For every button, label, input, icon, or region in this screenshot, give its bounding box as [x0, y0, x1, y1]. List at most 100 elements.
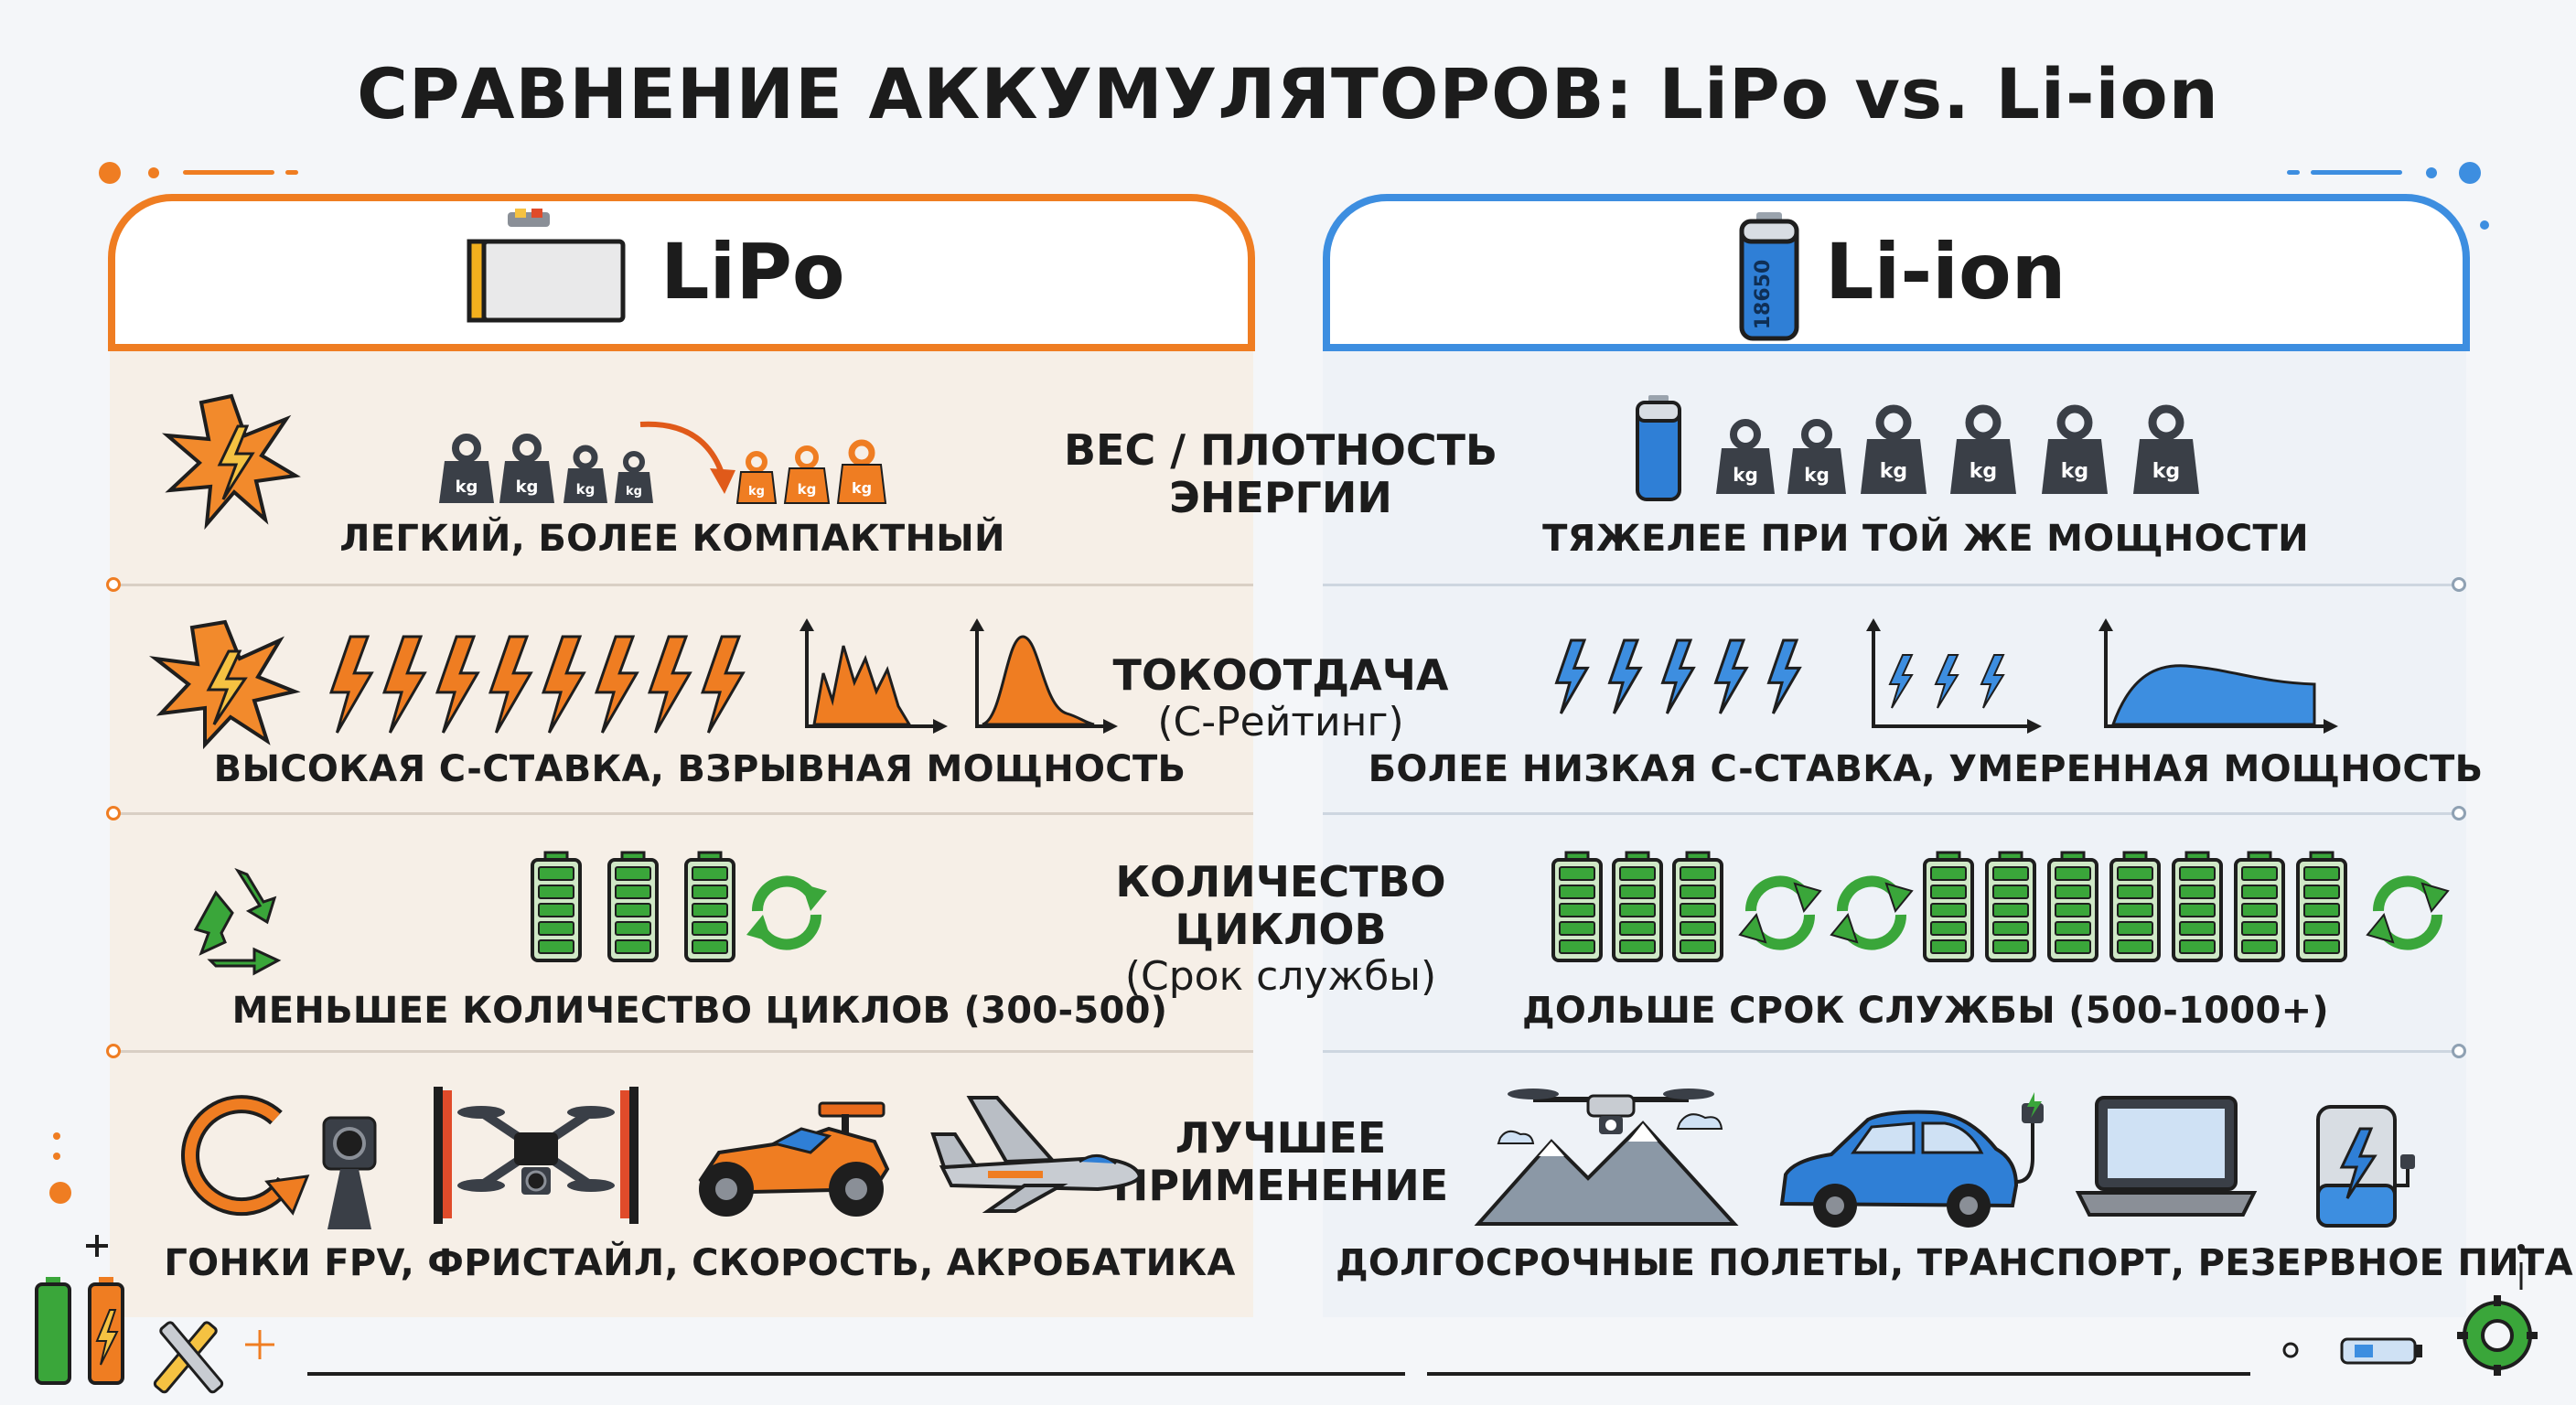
liion-row-cycles: ДОЛЬШЕ СРОК СЛУЖБЫ (500-1000+) [1521, 990, 2330, 1032]
weight-icon: kg [2042, 404, 2108, 494]
criterion-cycles-sub: (Срок службы) [1124, 953, 1437, 1000]
lipo-panel [110, 348, 1253, 1317]
mapping-drone-mountains-icon [1474, 1089, 1739, 1226]
liion-row-discharge: БОЛЕЕ НИЗКАЯ C-СТАВКА, УМЕРЕННАЯ МОЩНОСТ… [1368, 748, 2484, 790]
battery-cycle-icon [2172, 851, 2223, 962]
separator-dot [106, 1044, 121, 1058]
decor-bottom-batteries-icon [35, 1277, 224, 1394]
battery-cycle-icon [2234, 851, 2285, 962]
lightning-bolt-icon [1554, 638, 1590, 714]
liion-weights-icon: kg kg kg kg kg kg [1716, 404, 2199, 494]
liion-cell-icon: 18650 [1739, 212, 1799, 341]
lipo-lightning-bolts-icon [328, 635, 746, 734]
criterion-weight-line2: ЭНЕРГИИ [1169, 473, 1392, 522]
weight-icon: kg [1716, 419, 1775, 494]
refresh-icon [1830, 875, 1914, 950]
decor-bottom-left-batteries-icon [49, 1132, 108, 1257]
separator-lipo-2 [117, 812, 1253, 815]
weight-icon: kg [1861, 404, 1927, 494]
weight-icon: kg [499, 434, 554, 503]
svg-text:kg: kg [1970, 460, 1997, 483]
separator-dot [2452, 806, 2466, 820]
criterion-application: ЛУЧШЕЕ ПРИМЕНЕНИЕ [1052, 1114, 1509, 1209]
lipo-header-label: LiPo [660, 227, 845, 316]
decor-plus-icon [245, 1330, 274, 1359]
lipo-row-weight: ЛЕГКИЙ, БОЛЕЕ КОМПАКТНЫЙ [339, 518, 1005, 560]
separator-dot [2452, 1044, 2466, 1058]
bottom-rule-left [307, 1372, 1405, 1376]
liion-moderate-graph-1-icon [1866, 618, 2042, 734]
decor-top-left [99, 162, 298, 184]
lipo-row-discharge: ВЫСОКАЯ C-СТАВКА, ВЗРЫВНАЯ МОЩНОСТЬ [213, 748, 1186, 790]
page-title: СРАВНЕНИЕ АККУМУЛЯТОРОВ: LiPo vs. Li-ion [357, 53, 2219, 134]
battery-cycle-icon [2296, 851, 2347, 962]
weight-icon: kg [564, 445, 607, 503]
svg-text:kg: kg [852, 479, 872, 497]
svg-text:kg: kg [1733, 464, 1758, 486]
lipo-row-application: ГОНКИ FPV, ФРИСТАЙЛ, СКОРОСТЬ, АКРОБАТИК… [164, 1242, 1236, 1284]
lightning-bolt-icon [1766, 638, 1802, 714]
svg-text:kg: kg [516, 477, 539, 497]
fpv-camera-icon [322, 1116, 377, 1229]
battery-cycle-icon [1985, 851, 2036, 962]
lightning-bolt-icon [1607, 638, 1643, 714]
lipo-header [108, 194, 1255, 351]
separator-liion-2 [1323, 812, 2457, 815]
decor-bottom-right-icon [2282, 1244, 2538, 1376]
criterion-cycles-line1: КОЛИЧЕСТВО [1115, 857, 1446, 906]
weight-icon: kg [615, 451, 653, 503]
svg-text:kg: kg [1880, 460, 1907, 483]
lipo-cycle-batteries-icon [531, 851, 735, 962]
racing-drone-gate-icon [434, 1087, 639, 1224]
criterion-cycles: КОЛИЧЕСТВО ЦИКЛОВ (Срок службы) [1052, 858, 1509, 1001]
liion-row-application: ДОЛГОСРОЧНЫЕ ПОЛЕТЫ, ТРАНСПОРТ, РЕЗЕРВНО… [1336, 1242, 2576, 1284]
acrobatics-arrow-icon [181, 1095, 310, 1217]
svg-text:kg: kg [748, 485, 765, 499]
separator-dot [2452, 577, 2466, 592]
energy-burst-icon [161, 393, 301, 531]
lightning-bolt-icon [1713, 638, 1749, 714]
separator-dot [106, 806, 121, 820]
criterion-weight: ВЕС / ПЛОТНОСТЬ ЭНЕРГИИ [1052, 426, 1509, 521]
lightning-bolt-icon [1660, 638, 1696, 714]
liion-header [1323, 194, 2470, 351]
svg-text:kg: kg [576, 481, 596, 498]
svg-text:kg: kg [626, 485, 642, 499]
decor-top-right [2287, 162, 2489, 230]
electric-car-icon [1779, 1092, 2044, 1228]
criterion-cycles-line2: ЦИКЛОВ [1175, 905, 1387, 954]
battery-cycle-icon [1551, 851, 1603, 962]
bottom-rule-right [1427, 1372, 2250, 1376]
battery-cycle-icon [607, 851, 659, 962]
power-bank-icon [2316, 1105, 2415, 1228]
battery-cycle-icon [1672, 851, 1723, 962]
lightning-bolt-icon [541, 635, 586, 734]
refresh-icon [1738, 875, 1822, 950]
weight-icon: kg [439, 434, 494, 503]
rc-car-icon [698, 1101, 890, 1217]
liion-header-label: Li-ion [1825, 227, 2066, 316]
battery-cycle-icon [1612, 851, 1663, 962]
liion-moderate-graph-2-icon [2098, 618, 2338, 734]
liion-lightning-bolts-icon [1554, 638, 1802, 714]
svg-text:kg: kg [456, 477, 478, 497]
liion-cell-label: 18650 [1752, 260, 1775, 330]
lightning-bolt-icon [488, 635, 533, 734]
battery-cycle-icon [531, 851, 582, 962]
battery-cycle-icon [684, 851, 735, 962]
separator-liion-1 [1323, 584, 2457, 586]
liion-cycle-batteries-icon [1551, 851, 2450, 962]
lightning-bolt-icon [435, 635, 480, 734]
liion-cell-small-icon [1636, 395, 1681, 501]
weight-icon: kg [2133, 404, 2199, 494]
lipo-row-cycles: МЕНЬШЕЕ КОЛИЧЕСТВО ЦИКЛОВ (300-500) [231, 990, 1168, 1032]
laptop-icon [2075, 1096, 2258, 1217]
battery-cycle-icon [1923, 851, 1974, 962]
weight-icon: kg [1787, 419, 1846, 494]
svg-text:kg: kg [2061, 460, 2088, 483]
lightning-bolt-icon [647, 635, 692, 734]
refresh-icon [746, 875, 827, 950]
weight-icon-orange: kg [836, 439, 887, 504]
lightning-bolt-icon [594, 635, 639, 734]
refresh-icon [2366, 875, 2450, 950]
